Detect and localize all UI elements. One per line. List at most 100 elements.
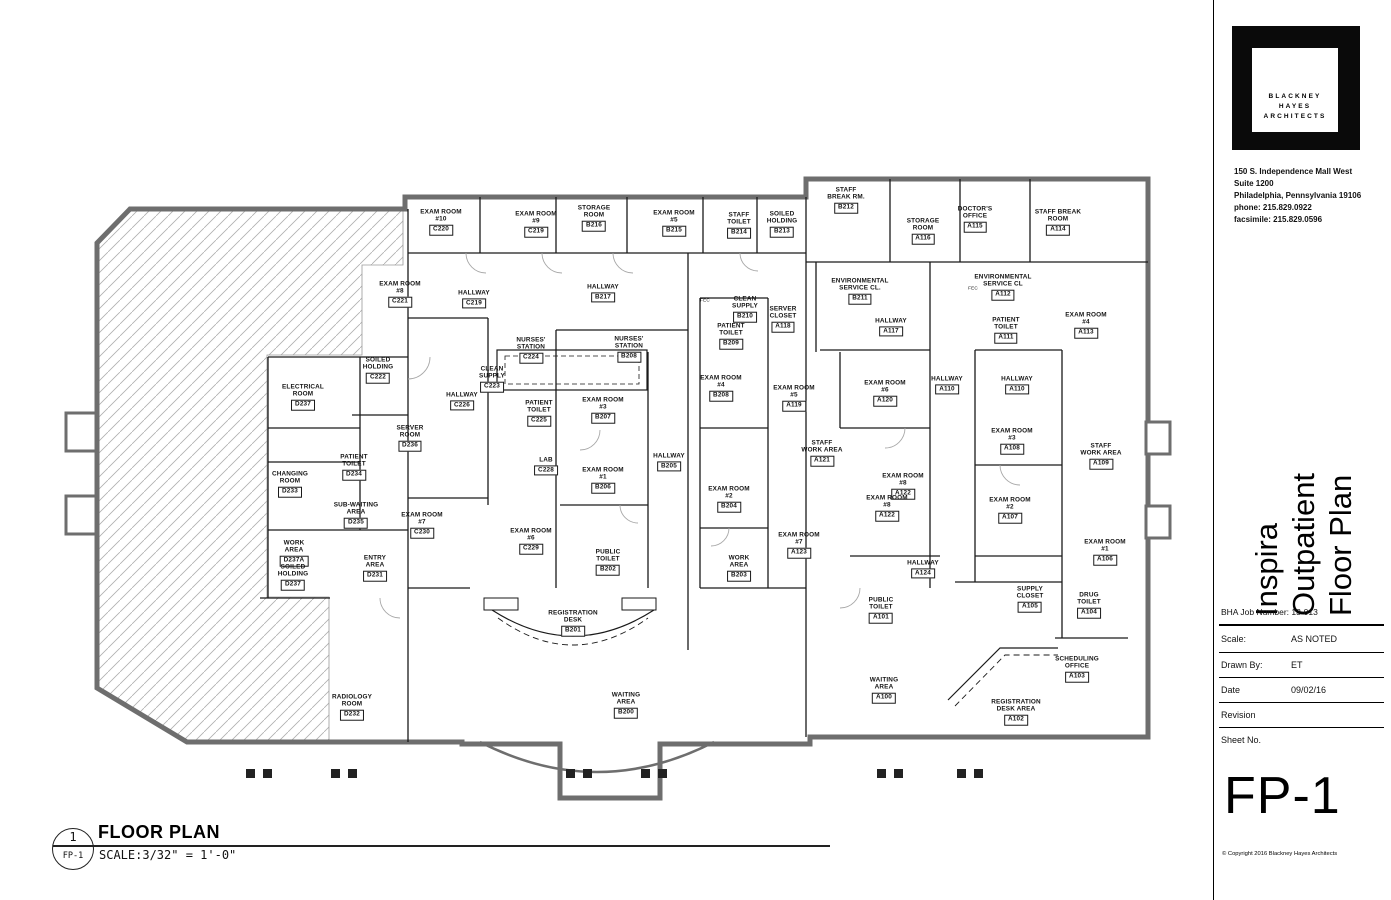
project-title: Inspira Outpatient Floor Plan [1249, 472, 1358, 616]
room-number: A108 [1000, 443, 1024, 455]
room-number: A102 [1004, 714, 1028, 726]
room-number: D231 [363, 570, 387, 582]
room-name: #9 [532, 218, 540, 226]
room-number: A106 [1093, 554, 1117, 566]
room-number: B208 [617, 351, 641, 363]
room-name: CLOSET [1016, 593, 1044, 601]
room-number: A122 [891, 488, 915, 500]
room-name: STAFF [811, 439, 833, 447]
room-name: SUB-WAITING [333, 501, 379, 509]
room-number: A113 [1074, 327, 1098, 339]
drawing-title: FLOOR PLAN [98, 822, 220, 842]
room-name: REGISTRATION [548, 609, 598, 617]
room-name: NURSES' [614, 335, 644, 343]
room-name: HALLWAY [446, 391, 478, 399]
room-number: A109 [1089, 458, 1113, 470]
room-number: C220 [429, 224, 453, 236]
title-underline [53, 845, 830, 847]
room-name: AREA [284, 547, 304, 555]
room-name: OFFICE [962, 213, 988, 221]
room-name: ROOM [912, 225, 934, 233]
drawing-scale: SCALE:3/32" = 1'-0" [99, 848, 237, 862]
room-name: CLEAN [480, 365, 504, 373]
room-name: HALLWAY [931, 375, 963, 383]
room-name: #5 [670, 217, 678, 225]
room-name: WORK AREA [1080, 450, 1122, 458]
room-number: A103 [1065, 671, 1089, 683]
room-name: ROOM [1047, 216, 1069, 224]
room-name: AREA [616, 699, 636, 707]
room-name: #3 [1008, 435, 1016, 443]
room-name: EXAM ROOM [991, 427, 1033, 435]
room-number: A114 [1046, 224, 1070, 236]
room-number: A122 [875, 510, 899, 522]
scale-value: AS NOTED [1291, 634, 1338, 644]
room-name: STATION [614, 343, 644, 351]
room-number: B213 [770, 226, 794, 238]
room-name: PUBLIC [595, 548, 621, 556]
room-number: C222 [366, 372, 390, 384]
room-number: D237 [291, 399, 315, 411]
room-name: SERVER [769, 305, 797, 313]
room-number: B206 [591, 482, 615, 494]
room-number: A123 [787, 547, 811, 559]
room-number: B210 [733, 311, 757, 323]
room-name: STAFF BREAK [1034, 208, 1082, 216]
room-name: DESK AREA [996, 706, 1036, 714]
room-name: STAFF [1090, 442, 1112, 450]
room-name: ENTRY [363, 554, 387, 562]
room-name: PATIENT [992, 316, 1020, 324]
room-number: C219 [524, 226, 548, 238]
room-name: OFFICE [1064, 663, 1090, 671]
room-name: HALLWAY [587, 283, 619, 291]
room-name: REGISTRATION [991, 698, 1041, 706]
room-name: ROOM [279, 478, 301, 486]
room-number: C230 [410, 527, 434, 539]
room-name: DESK [563, 617, 583, 625]
job-number: BHA Job Number: 13-013 [1219, 600, 1384, 626]
room-name: TOILET [596, 556, 620, 564]
room-name: #4 [1082, 319, 1090, 327]
room-number: D233 [278, 486, 302, 498]
room-number: A115 [963, 221, 987, 233]
room-name: SOILED [280, 563, 306, 571]
room-name: WAITING [611, 691, 641, 699]
room-name: FEC [700, 297, 710, 303]
room-number: D237 [281, 579, 305, 591]
room-name: ENVIRONMENTAL [831, 277, 889, 285]
date-value: 09/02/16 [1291, 685, 1327, 695]
firm-name-line: HAYES [1278, 102, 1312, 110]
room-number: B209 [719, 338, 743, 350]
room-name: ROOM [583, 212, 605, 220]
drawn-by-row: Drawn By: ET [1219, 653, 1384, 678]
room-name: ELECTRICAL [282, 383, 324, 391]
title-block: BLACKNEY HAYES ARCHITECTS 150 S. Indepen… [1213, 0, 1391, 900]
room-number: A118 [771, 321, 795, 333]
room-name: BREAK RM. [827, 194, 865, 202]
room-name: ROOM [399, 432, 421, 440]
room-name: TOILET [1077, 599, 1101, 607]
room-name: EXAM ROOM [582, 466, 624, 474]
